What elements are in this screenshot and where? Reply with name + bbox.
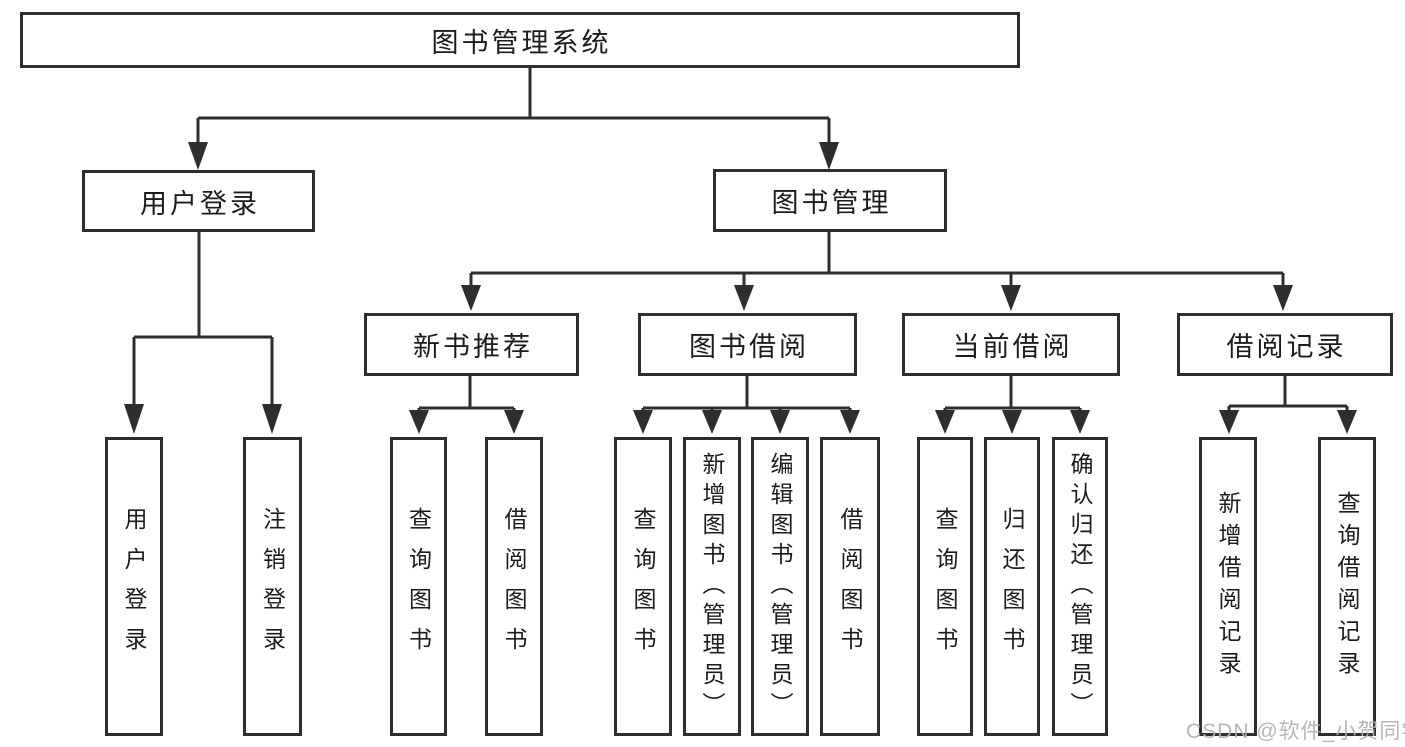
leaf-query-books-recommend: 查询图书 — [390, 437, 447, 736]
leaf-logout: 注销登录 — [243, 437, 302, 736]
connector-book-borrow-children — [641, 376, 852, 414]
arrowhead-leaf-query-books-a — [409, 410, 429, 434]
connector-borrow-records-children — [1227, 376, 1349, 414]
node-current-borrow: 当前借阅 — [902, 313, 1120, 376]
arrowhead-new-book-recommend — [461, 285, 481, 311]
arrowhead-leaf-return-books — [1002, 410, 1022, 434]
node-root-library-system: 图书管理系统 — [20, 12, 1020, 68]
arrowhead-leaf-add-record — [1219, 410, 1239, 434]
connector-current-borrow-children — [943, 376, 1082, 414]
leaf-borrow-books: 借阅图书 — [820, 437, 880, 736]
leaf-edit-books-admin: 编辑图书（管理员） — [751, 437, 809, 736]
arrowhead-leaf-borrow-books-a — [504, 410, 524, 434]
connector-user-login-children — [132, 232, 274, 407]
arrowhead-borrow-records — [1273, 285, 1293, 311]
arrowhead-leaf-query-record — [1337, 410, 1357, 434]
connector-root-level2 — [196, 68, 831, 144]
node-user-login: 用户登录 — [82, 170, 315, 232]
arrowhead-leaf-borrow-books-b — [840, 410, 860, 434]
connector-book-management-children — [469, 232, 1285, 287]
node-borrow-records: 借阅记录 — [1177, 313, 1393, 376]
connector-new-book-children — [417, 376, 516, 414]
leaf-confirm-return-admin: 确认归还（管理员） — [1052, 437, 1108, 736]
leaf-user-login: 用户登录 — [105, 437, 163, 736]
arrowhead-leaf-query-books-b — [633, 410, 653, 434]
csdn-watermark: CSDN @软件_小贺同学 — [1186, 720, 1405, 743]
node-new-book-recommend: 新书推荐 — [364, 313, 579, 376]
arrowhead-leaf-edit-books — [770, 410, 790, 434]
leaf-query-books-current: 查询图书 — [917, 437, 973, 736]
leaf-borrow-books-recommend: 借阅图书 — [485, 437, 543, 736]
arrowhead-user-login — [188, 142, 208, 170]
arrowhead-leaf-confirm-return — [1070, 410, 1090, 434]
node-book-borrow: 图书借阅 — [638, 313, 857, 376]
arrowhead-leaf-logout — [262, 404, 282, 434]
arrowhead-leaf-add-books — [702, 410, 722, 434]
leaf-query-borrow-record: 查询借阅记录 — [1318, 437, 1376, 736]
node-book-management: 图书管理 — [713, 169, 947, 232]
arrowhead-current-borrow — [1001, 285, 1021, 311]
leaf-query-books-borrow: 查询图书 — [614, 437, 672, 736]
arrowhead-leaf-query-books-c — [935, 410, 955, 434]
arrowhead-book-management — [819, 142, 839, 170]
leaf-add-books-admin: 新增图书（管理员） — [683, 437, 741, 736]
arrowhead-book-borrow — [734, 285, 754, 311]
leaf-return-books: 归还图书 — [984, 437, 1040, 736]
leaf-add-borrow-record: 新增借阅记录 — [1199, 437, 1257, 736]
arrowhead-leaf-user-login — [124, 404, 144, 434]
